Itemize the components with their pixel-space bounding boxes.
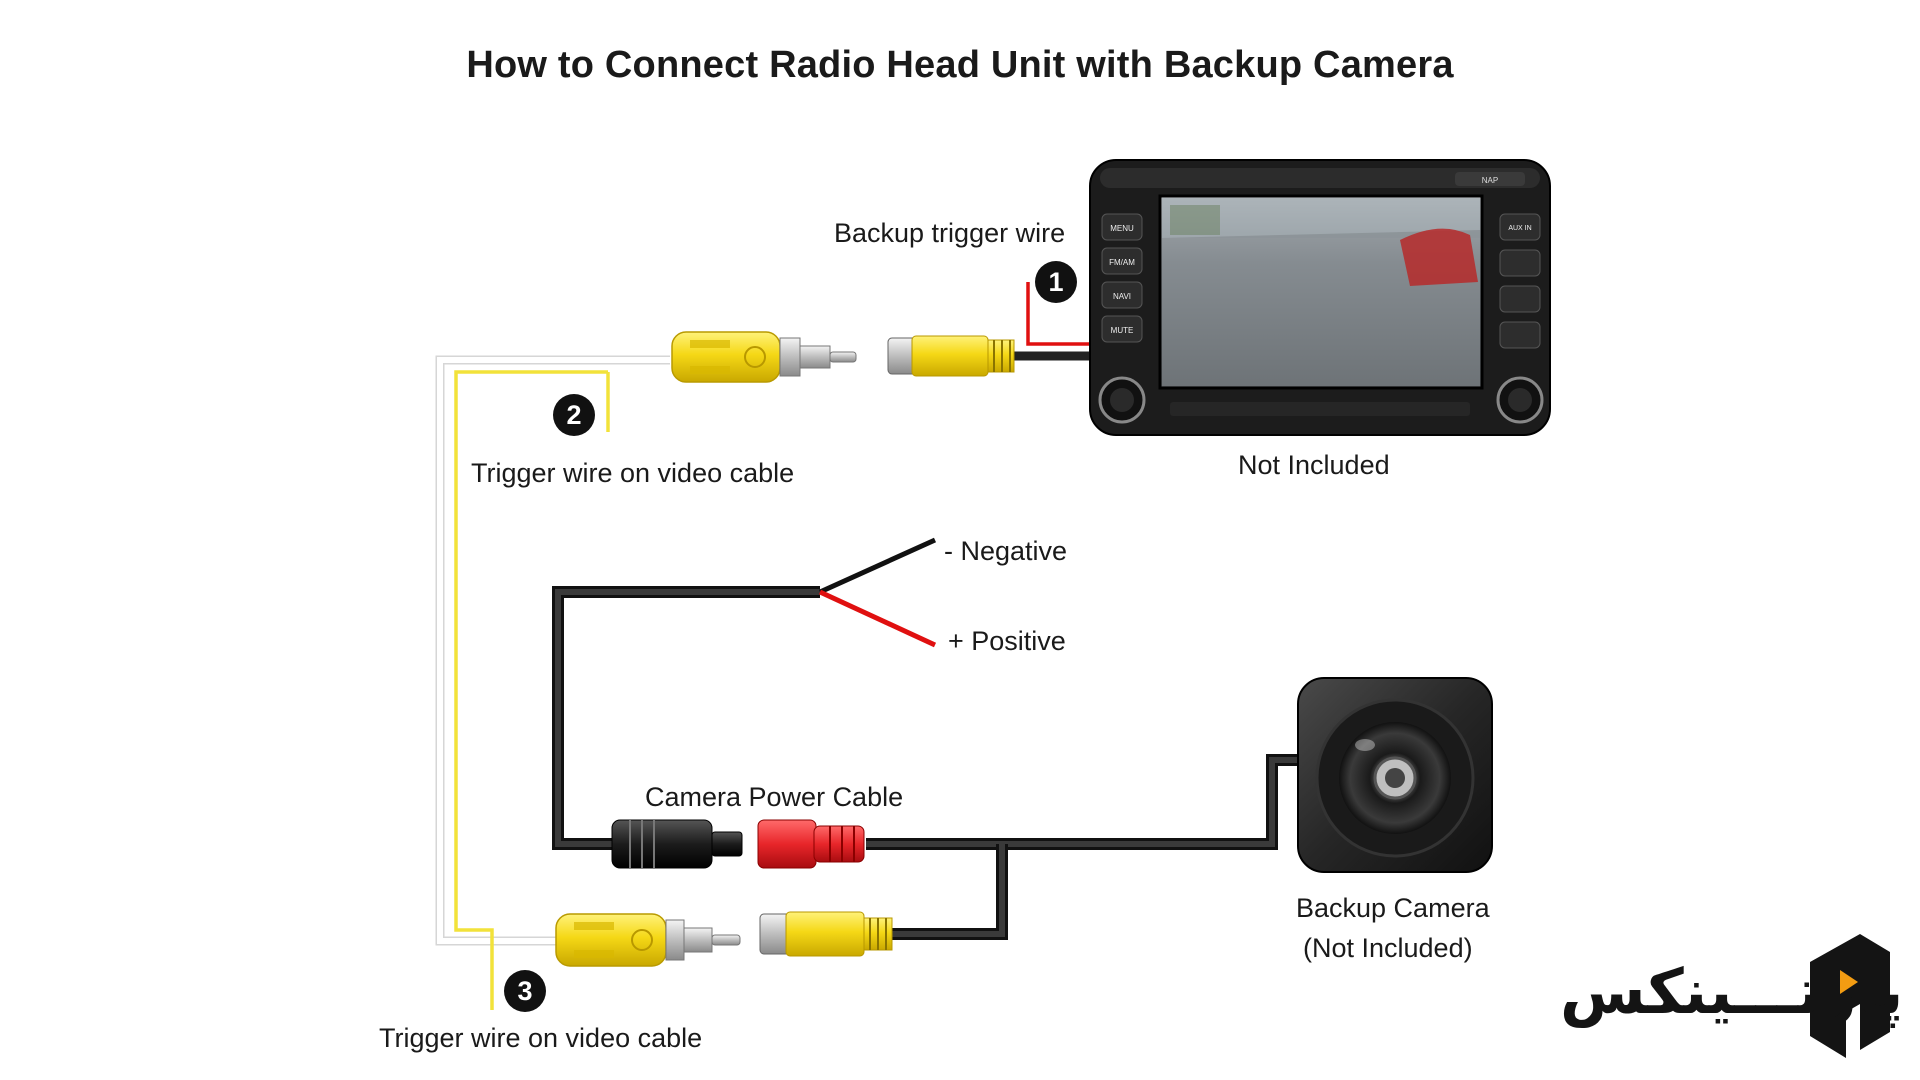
head-unit-right-buttons: AUX IN: [1499, 213, 1541, 349]
aux-in-button: AUX IN: [1508, 225, 1531, 232]
backup-trigger-wire-label: Backup trigger wire: [834, 218, 1066, 248]
negative-label: - Negative: [944, 536, 1068, 566]
trigger-wire-loop: [435, 355, 670, 1010]
head-unit-left-buttons: MENU FM/AM NAVI MUTE: [1101, 213, 1143, 343]
not-included-label: Not Included: [1238, 450, 1390, 480]
camera-power-cable-label: Camera Power Cable: [645, 782, 904, 812]
menu-button: MENU: [1110, 224, 1134, 233]
step-2-badge: 2: [553, 394, 595, 436]
step-1-badge: 1: [1035, 261, 1077, 303]
navi-button: NAVI: [1113, 292, 1131, 301]
power-red-connector: [757, 819, 865, 869]
backup-camera-not-included-label: (Not Included): [1303, 933, 1473, 963]
mute-button: MUTE: [1111, 326, 1134, 335]
trigger-wire-top-label: Trigger wire on video cable: [471, 458, 795, 488]
positive-label: + Positive: [948, 626, 1066, 656]
partinex-logo-text: پارتـــینکس: [1560, 958, 1904, 1027]
partinex-logo-icon: [1810, 934, 1890, 1058]
diagram-title: How to Connect Radio Head Unit with Back…: [466, 44, 1454, 86]
bottom-rca-male-plug: [555, 913, 741, 967]
radio-head-unit: NAP MENU FM/AM NAVI MUTE: [1089, 159, 1551, 436]
trigger-wire-bottom-label: Trigger wire on video cable: [379, 1023, 703, 1053]
power-black-connector: [611, 819, 743, 869]
top-rca-male-plug: [671, 331, 857, 383]
step-3-badge: 3: [504, 970, 546, 1012]
bottom-rca-female-jack: [759, 911, 893, 957]
top-rca-female-jack: [887, 335, 1095, 377]
camera-cables: [866, 754, 1310, 940]
nap-button-label: NAP: [1482, 176, 1498, 185]
backup-camera: [1297, 677, 1493, 873]
fm-am-button: FM/AM: [1109, 258, 1135, 267]
backup-trigger-red-wire: [1026, 282, 1095, 346]
camera-power-cable: [552, 537, 937, 850]
backup-camera-label: Backup Camera: [1296, 893, 1490, 923]
